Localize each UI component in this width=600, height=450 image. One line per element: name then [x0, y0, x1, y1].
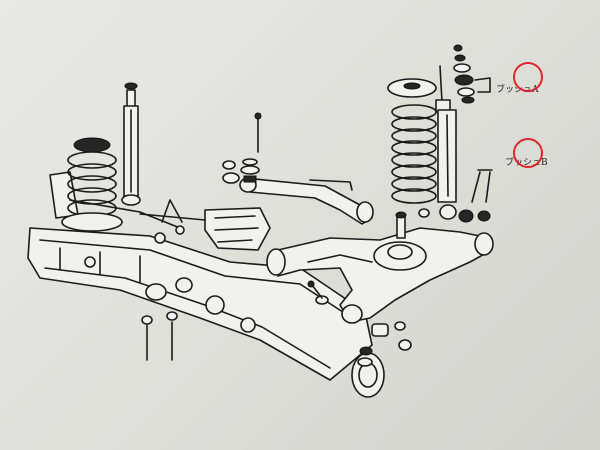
subframe-crossmember [27, 227, 373, 381]
beam-end-mount [351, 346, 385, 398]
shock-lower-bushings [418, 169, 493, 223]
bushing-a-label: ブッシュA [496, 85, 539, 95]
highlight-marker-bushing-a [513, 62, 543, 92]
differential-mount [139, 199, 271, 251]
left-coil-spring [61, 137, 123, 232]
right-shock-absorber [435, 65, 457, 220]
spring-seat-bolt [395, 211, 407, 239]
highlight-marker-bushing-b [513, 138, 543, 168]
center-bolt-stack [222, 112, 262, 184]
right-shock-top-hardware [453, 44, 491, 104]
small-hardware [141, 277, 412, 361]
right-coil-spring [387, 78, 437, 204]
right-lower-arm [266, 227, 494, 324]
left-shock-absorber [121, 82, 141, 206]
